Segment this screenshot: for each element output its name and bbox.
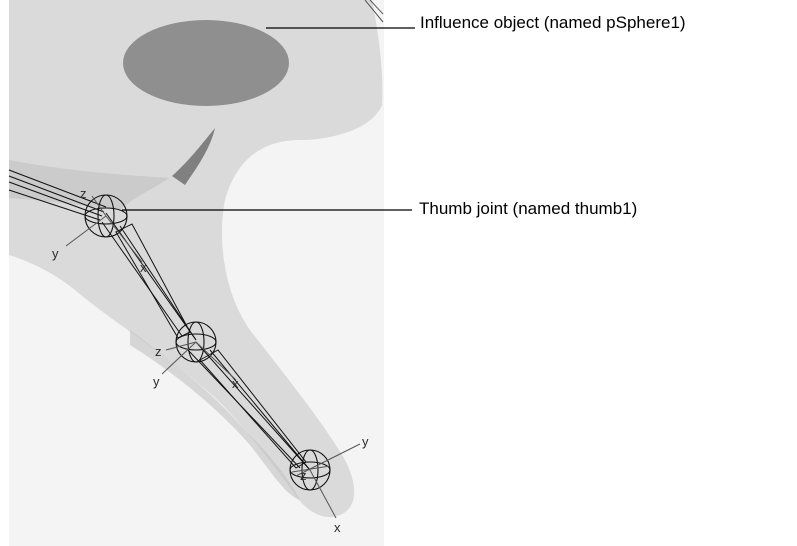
joint1-axis-z: z [80,186,87,201]
influence-object-sphere [123,20,289,106]
joint2-axis-y: y [153,374,160,389]
joint3-axis-y: y [362,434,369,449]
joint2-axis-z: z [155,344,162,359]
joint1-axis-x: x [140,260,147,275]
joint2-axis-x: x [232,376,239,391]
joint3-axis-z: z [300,468,307,483]
thumb-joint-callout: Thumb joint (named thumb1) [419,200,637,217]
joint1-axis-y: y [52,246,59,261]
influence-object-callout: Influence object (named pSphere1) [420,14,686,31]
joint3-axis-x: x [334,520,341,535]
